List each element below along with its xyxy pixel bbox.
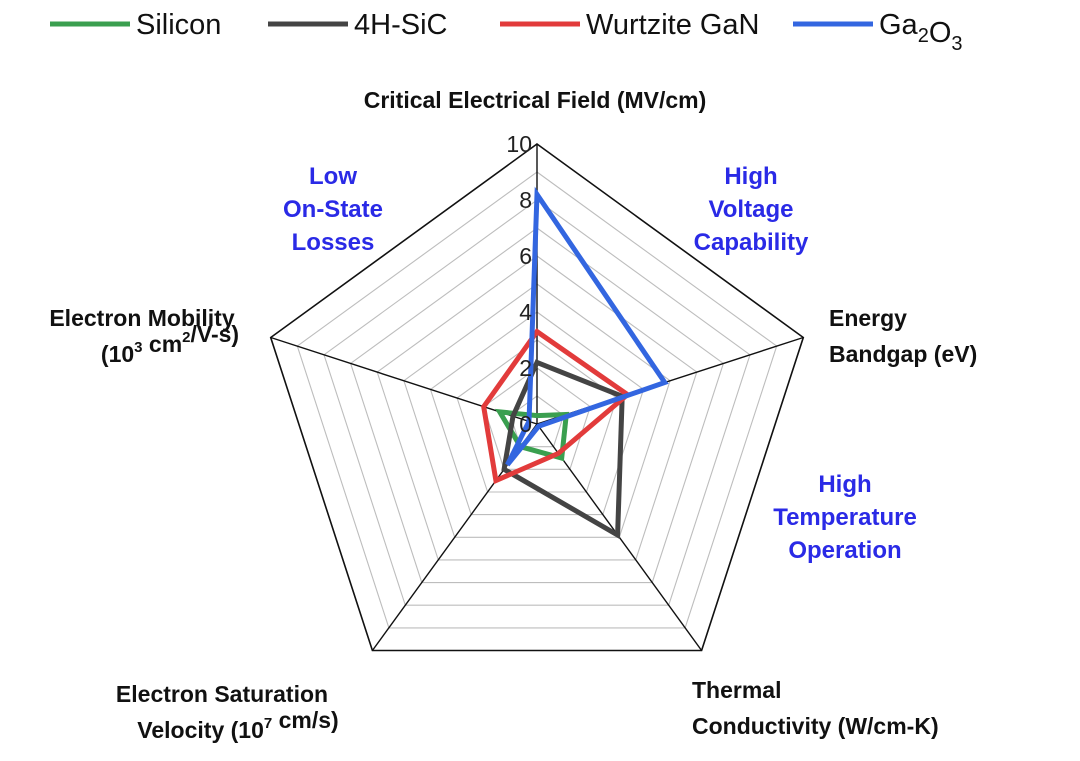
tick-label: 2 (519, 355, 532, 381)
axis-label-4: Electron Mobility(103 cm2/V-s) (49, 305, 239, 367)
grid-ring (323, 199, 751, 606)
annotation-line: Temperature (773, 504, 917, 531)
axis-label-line: Energy (829, 305, 907, 331)
tick-label: 6 (519, 243, 532, 269)
text-part: Bandgap (eV) (829, 341, 977, 367)
legend-item-1: 4H-SiC (268, 9, 447, 41)
tick-label: 0 (519, 411, 532, 437)
grid-ring (376, 255, 698, 561)
grid-ring (269, 143, 805, 652)
radar-series (481, 186, 669, 540)
axis-label-line: Bandgap (eV) (829, 341, 977, 367)
axis-label-line: Conductivity (W/cm-K) (692, 713, 939, 739)
superscript: 7 (264, 715, 272, 732)
grid-ring (349, 227, 725, 584)
subscript: 3 (951, 33, 962, 55)
text-part: Thermal (692, 677, 781, 703)
annotation-line: High (818, 471, 871, 498)
annotation-line: Losses (292, 229, 375, 256)
annotation-line: High (724, 163, 777, 190)
text-part: Energy (829, 305, 907, 331)
text-part: cm (143, 331, 183, 357)
annotation-line: Operation (788, 537, 901, 564)
annotation-line: Voltage (709, 196, 794, 223)
legend-item-0: Silicon (50, 9, 221, 41)
legend-label: Wurtzite GaN (586, 9, 760, 41)
text-part: O (929, 17, 952, 49)
tick-label: 4 (519, 299, 532, 325)
annotation-line: Capability (694, 229, 809, 256)
text-part: (10 (101, 341, 134, 367)
text-part: Ga (879, 9, 919, 41)
superscript: 3 (134, 339, 142, 356)
legend-item-3: Ga2O3 (793, 9, 963, 55)
tick-label: 8 (519, 187, 532, 213)
subscript: 2 (918, 25, 929, 47)
axis-label-line: Critical Electrical Field (MV/cm) (364, 87, 707, 113)
superscript: 2 (182, 329, 190, 346)
grid-ring (429, 311, 645, 516)
text-part: Critical Electrical Field (MV/cm) (364, 87, 707, 113)
axis-label-line: Velocity (107 cm/s) (137, 707, 338, 743)
legend-item-2: Wurtzite GaN (500, 9, 760, 41)
text-part: Electron Mobility (49, 305, 235, 331)
annotation-line: Low (309, 163, 357, 190)
legend-label: Ga2O3 (879, 9, 963, 55)
grid-ring (296, 171, 778, 629)
axis-label-line: Thermal (692, 677, 781, 703)
tick-label: 10 (506, 131, 532, 157)
text-part: 4H-SiC (354, 9, 447, 41)
series-2-polygon (481, 328, 632, 485)
text-part: Silicon (136, 9, 221, 41)
grid-ring (403, 283, 671, 538)
text-part: Velocity (10 (137, 717, 264, 743)
series-1-polygon (501, 359, 625, 540)
series-3-polygon (505, 186, 669, 467)
annotation-line: On-State (283, 196, 383, 223)
series-0-polygon (495, 408, 570, 462)
legend-label: 4H-SiC (354, 9, 447, 41)
legend: Silicon 4H-SiC Wurtzite GaN Ga2O3 (50, 9, 963, 55)
text-part: Conductivity (W/cm-K) (692, 713, 939, 739)
axis-labels: Critical Electrical Field (MV/cm) EnergyB… (49, 87, 977, 743)
text-part: /V-s) (191, 321, 240, 347)
text-part: Electron Saturation (116, 681, 328, 707)
text-part: cm/s) (272, 707, 338, 733)
radial-tick-labels: 0 2 4 6 8 10 (506, 131, 532, 437)
axis-label-line: Electron Saturation (116, 681, 328, 707)
grid-ring (483, 367, 591, 470)
axis-label-0: Critical Electrical Field (MV/cm) (364, 87, 707, 113)
grid-spoke (270, 336, 538, 425)
legend-label: Silicon (136, 9, 221, 41)
annotations: LowOn-StateLossesHighVoltageCapabilityHi… (283, 163, 917, 564)
axis-label-line: (103 cm2/V-s) (101, 321, 239, 367)
axis-label-line: Electron Mobility (49, 305, 235, 331)
text-part: Wurtzite GaN (586, 9, 760, 41)
